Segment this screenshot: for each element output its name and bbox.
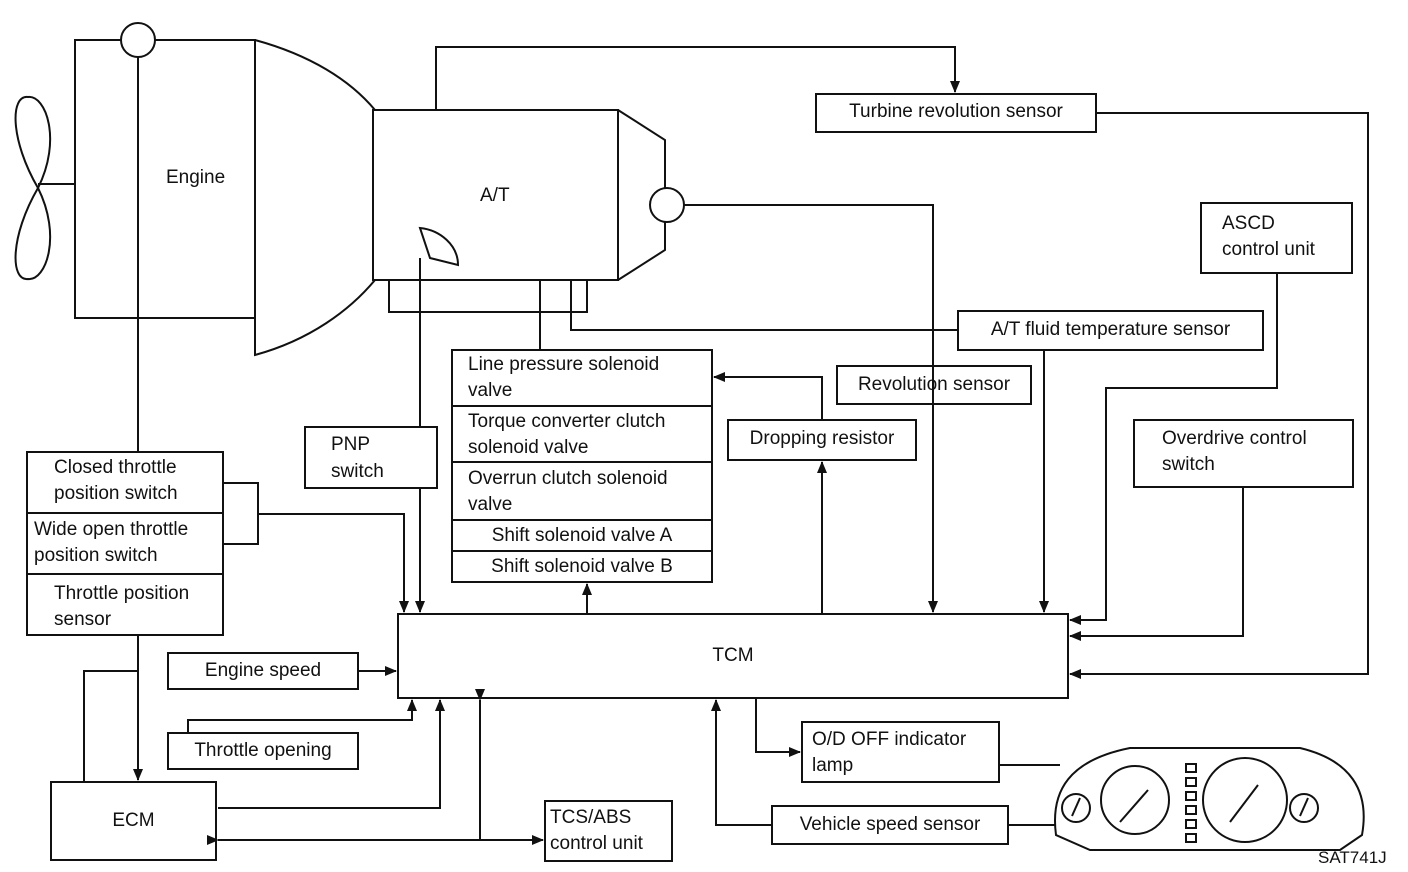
engine-speed-label: Engine speed bbox=[204, 660, 322, 681]
tcs-abs-label-1: TCS/ABS bbox=[550, 807, 632, 828]
shift-b-label: Shift solenoid valve B bbox=[491, 556, 673, 577]
closed-throttle-label-2: position switch bbox=[54, 483, 178, 504]
ascd-label-1: ASCD bbox=[1222, 213, 1275, 234]
ascd-label-2: control unit bbox=[1222, 239, 1315, 260]
tps-label-2: sensor bbox=[54, 609, 112, 630]
overdrive-label-2: switch bbox=[1162, 454, 1215, 475]
overrun-label-1: Overrun clutch solenoid bbox=[468, 468, 668, 489]
fluid-temp-sensor-label: A/T fluid temperature sensor bbox=[990, 319, 1231, 340]
wide-open-label-1: Wide open throttle bbox=[34, 519, 189, 540]
pnp-label-2: switch bbox=[331, 461, 384, 482]
wide-open-label-2: position switch bbox=[34, 545, 158, 566]
turbine-sensor-label: Turbine revolution sensor bbox=[849, 101, 1063, 122]
tcs-abs-label-2: control unit bbox=[550, 833, 643, 854]
bell-housing bbox=[254, 39, 376, 357]
solenoid-stack bbox=[451, 349, 713, 583]
ecm-label: ECM bbox=[112, 810, 155, 831]
dropping-resistor-label: Dropping resistor bbox=[749, 428, 895, 449]
od-off-label-2: lamp bbox=[812, 755, 854, 776]
tcm-label: TCM bbox=[712, 645, 754, 666]
torque-conv-label-1: Torque converter clutch bbox=[468, 411, 666, 432]
engine-block bbox=[74, 39, 256, 319]
engine-label: Engine bbox=[166, 167, 226, 188]
at-output-circle bbox=[649, 187, 685, 223]
at-label: A/T bbox=[480, 185, 510, 206]
overrun-label-2: valve bbox=[468, 494, 513, 515]
line-pressure-label-1: Line pressure solenoid bbox=[468, 354, 660, 375]
tcm-block bbox=[397, 613, 1069, 699]
tps-label-1: Throttle position bbox=[54, 583, 190, 604]
od-off-label-1: O/D OFF indicator bbox=[812, 729, 967, 750]
valve-body-port bbox=[570, 279, 588, 313]
fan-icon bbox=[14, 95, 52, 281]
shift-a-label: Shift solenoid valve A bbox=[491, 525, 673, 546]
torque-conv-label-2: solenoid valve bbox=[468, 437, 589, 458]
closed-throttle-label-1: Closed throttle bbox=[54, 457, 177, 478]
overdrive-label-1: Overdrive control bbox=[1162, 428, 1307, 449]
valve-body bbox=[388, 279, 588, 313]
pnp-sector bbox=[418, 226, 460, 267]
figure-code: SAT741J bbox=[1318, 848, 1387, 867]
throttle-opening-label: Throttle opening bbox=[194, 740, 332, 761]
engine-sensor-circle bbox=[120, 22, 156, 58]
revolution-sensor-label: Revolution sensor bbox=[857, 374, 1011, 395]
pnp-label-1: PNP bbox=[331, 434, 371, 455]
instrument-cluster-icon bbox=[1054, 747, 1365, 851]
vehicle-speed-sensor-label: Vehicle speed sensor bbox=[799, 814, 981, 835]
line-pressure-label-2: valve bbox=[468, 380, 513, 401]
